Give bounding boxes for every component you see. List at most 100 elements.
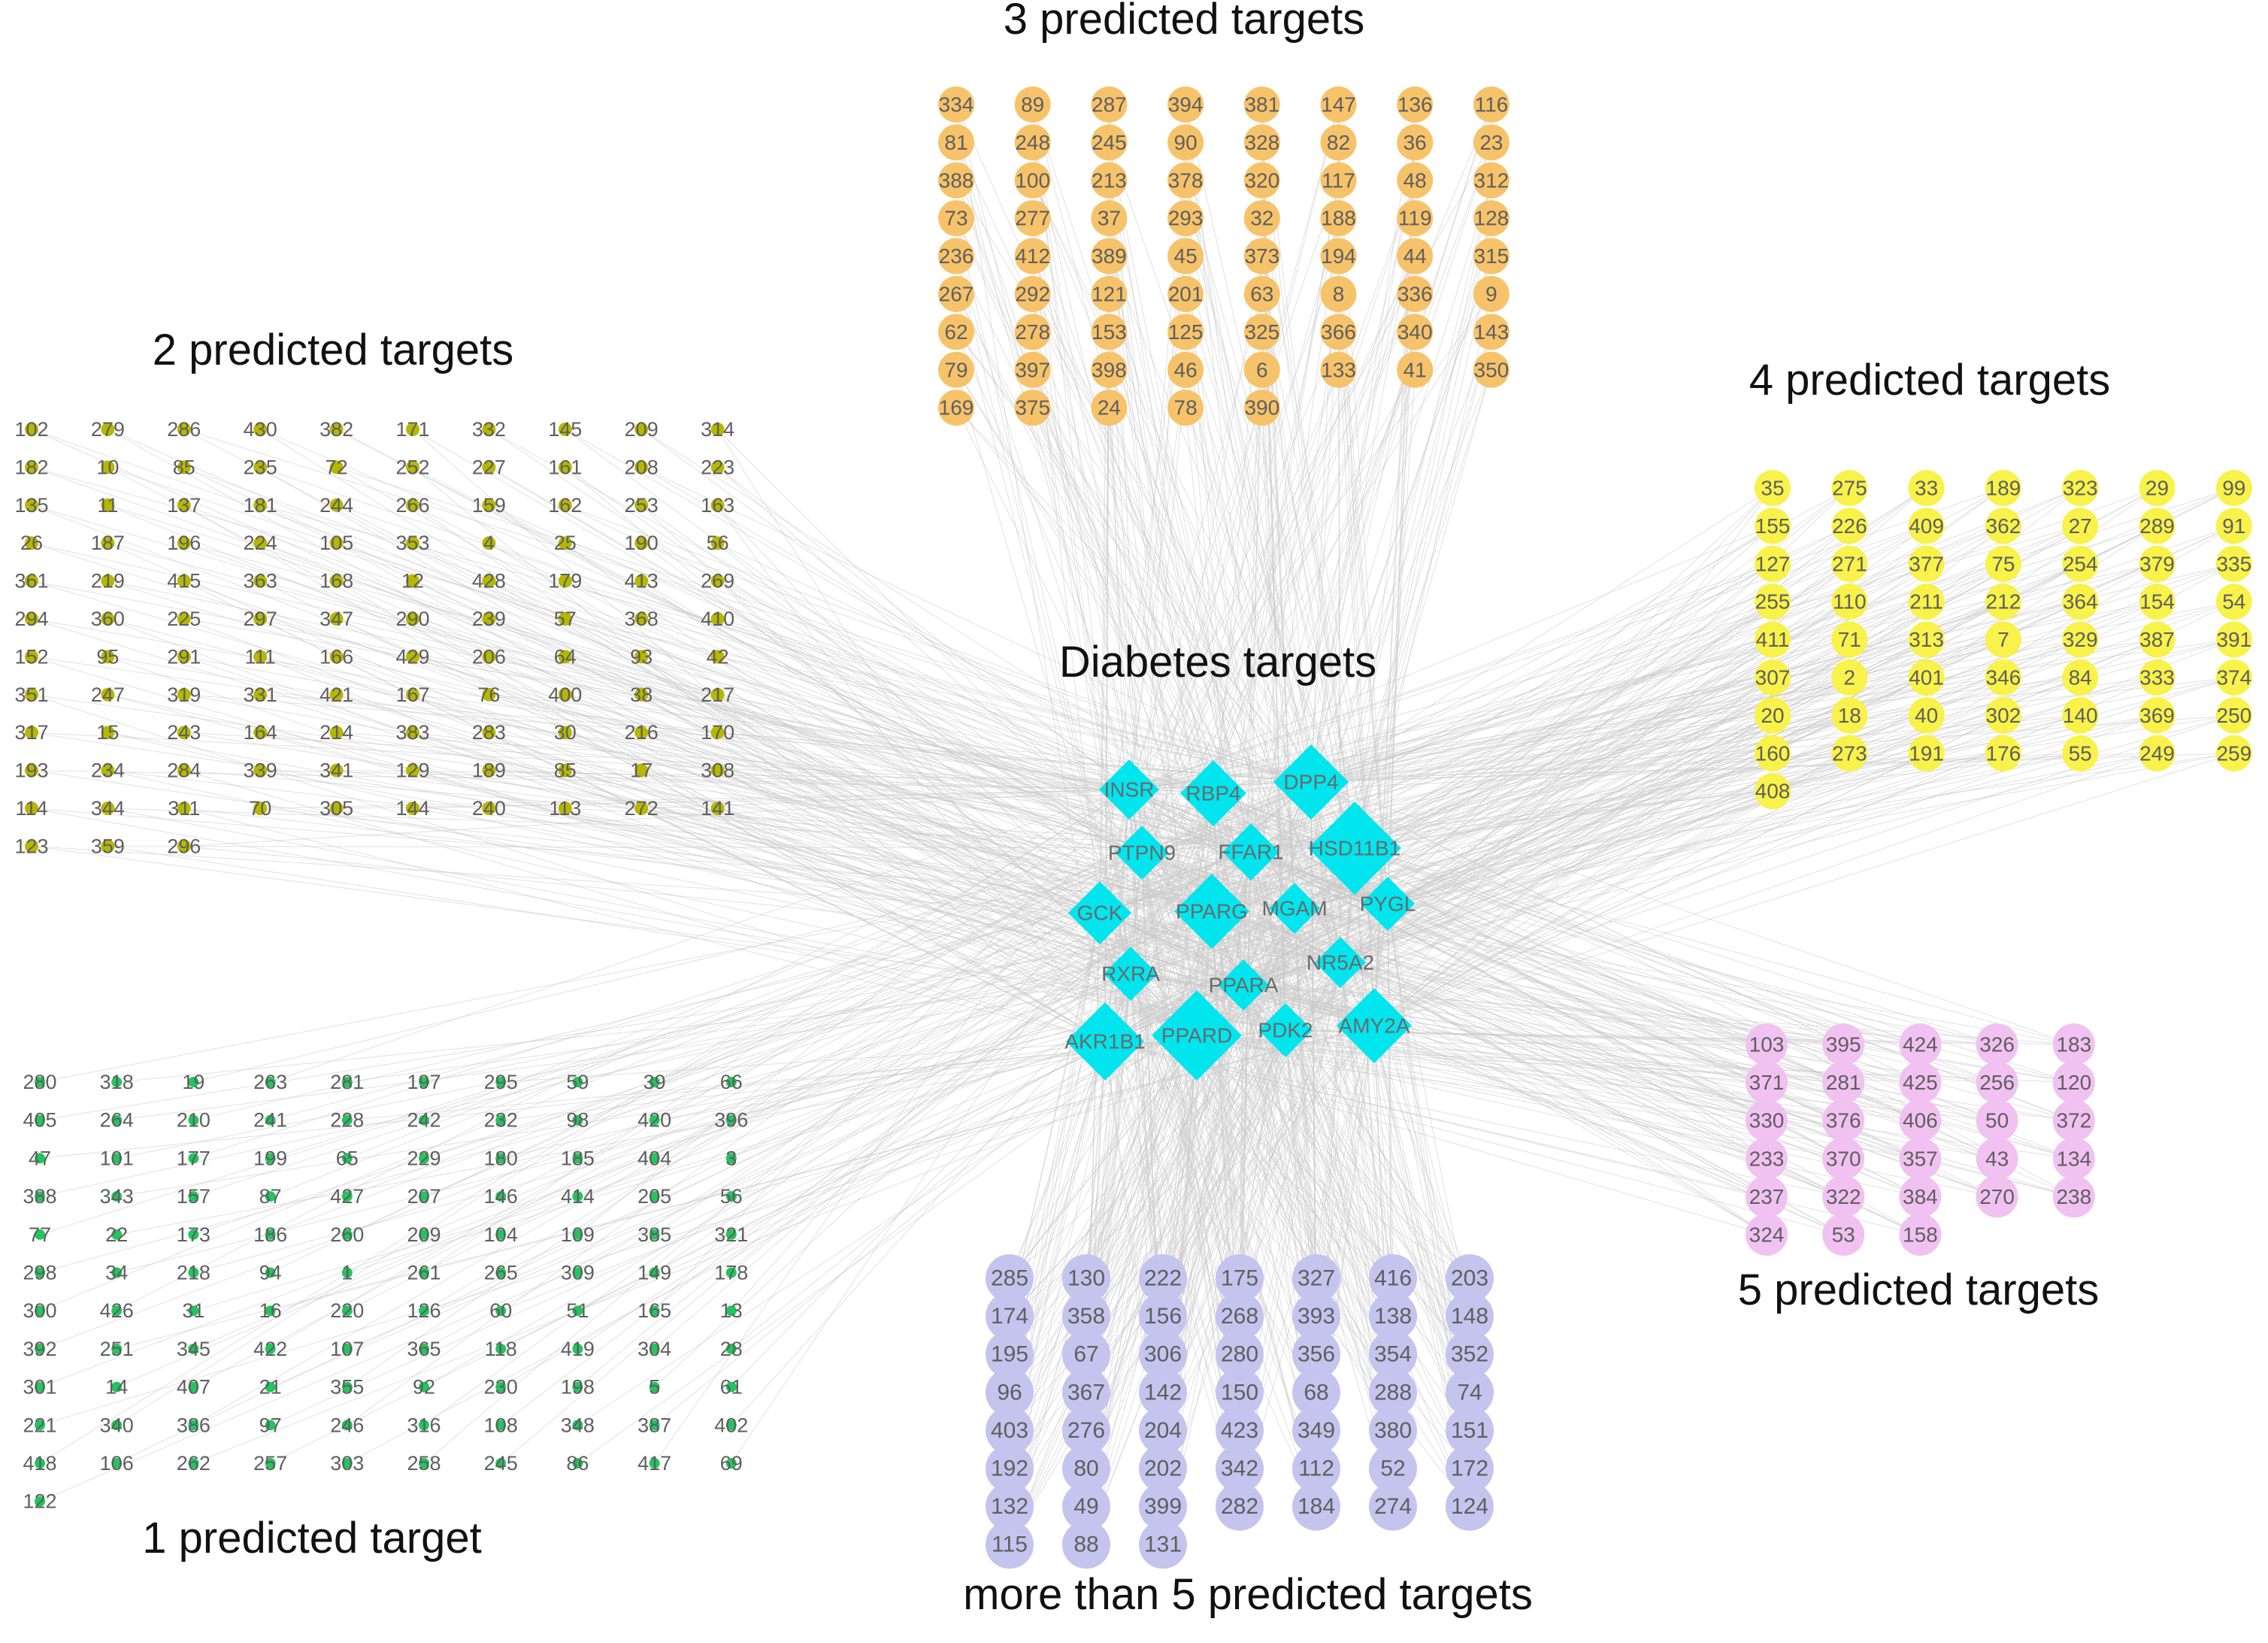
node-label: 163 [701,494,734,517]
node-marker [495,1458,507,1469]
node-label: 17 [630,759,653,782]
core-label: PYGL [1360,893,1416,916]
core-label: HSD11B1 [1309,837,1400,860]
node-label: 254 [2063,552,2098,575]
target-node-g2: 111 [245,645,276,668]
node-marker [649,1229,660,1240]
node-label: 293 [1168,207,1204,230]
node-marker [2062,584,2099,620]
node-label: 159 [472,494,506,517]
node-marker [253,423,268,436]
target-node-g6: 172 [1446,1444,1494,1493]
target-node-g1: 86 [566,1452,589,1475]
target-node-g3: 397 [1014,351,1051,388]
network-edge [1354,847,1394,1317]
node-label: 4 [483,532,495,554]
node-marker [1822,1214,1865,1256]
node-label: 265 [484,1262,518,1284]
network-edge [1108,332,1252,853]
network-edge [1213,793,1394,1317]
network-edge [39,973,1131,1388]
node-label: 128 [1474,207,1509,230]
node-label: 369 [2139,704,2175,727]
target-node-g6: 282 [1216,1482,1264,1531]
node-marker [177,460,191,474]
target-node-g3: 378 [1167,162,1204,199]
network-edge [193,781,1312,1426]
target-node-g2: 159 [472,494,506,517]
target-node-g2: 162 [548,494,582,517]
target-node-g4: 271 [1831,545,1868,582]
node-marker [572,1153,583,1164]
network-edge [1009,911,1213,1469]
target-node-g3: 125 [1167,314,1204,350]
network-edge [183,618,1131,975]
node-label: 45 [1174,244,1198,268]
target-node-g1: 107 [330,1338,364,1360]
node-marker [558,726,572,740]
target-node-g1: 165 [637,1299,671,1322]
network-edge [1294,714,2081,909]
node-marker [1822,1099,1865,1142]
node-label: 85 [173,456,195,478]
network-edge [1108,142,1286,1031]
node-marker [1062,1406,1110,1455]
target-node-g1: 245 [484,1452,518,1475]
target-node-g3: 81 [938,124,974,161]
target-node-g2: 290 [395,608,429,630]
node-marker [2052,1023,2095,1066]
core-label: GCK [1077,902,1123,925]
node-marker [419,1153,429,1164]
node-label: 85 [554,759,577,782]
target-node-g4: 75 [1985,545,2021,582]
node-label: 279 [91,418,125,441]
network-edge [955,369,1214,794]
node-label: 364 [2063,590,2098,614]
node-marker [1167,314,1204,350]
node-label: 15 [96,721,119,744]
node-label: 152 [14,645,48,668]
network-edge [336,808,1131,975]
target-node-g6: 276 [1062,1406,1110,1455]
node-marker [1446,1254,1494,1302]
target-node-g2: 72 [326,456,348,478]
node-label: 245 [484,1452,518,1475]
node-label: 232 [484,1109,518,1132]
target-node-g1: 1 [341,1262,353,1284]
node-label: 164 [244,721,277,744]
target-node-g3: 143 [1473,314,1509,350]
target-node-g1: 205 [637,1185,671,1208]
target-node-g2: 339 [244,759,277,782]
node-label: 365 [407,1338,441,1360]
network-edge [183,656,1252,853]
network-edge [193,1041,1106,1311]
target-node-g2: 239 [472,608,506,630]
node-label: 121 [1092,283,1127,306]
node-label: 420 [637,1109,671,1132]
target-node-g2: 129 [395,759,429,782]
node-marker [35,1458,45,1469]
network-edge [640,429,1295,909]
node-label: 23 [1479,131,1503,154]
node-label: 43 [1985,1147,2009,1170]
target-node-g5: 50 [1976,1099,2018,1142]
node-label: 392 [23,1338,56,1360]
node-label: 181 [244,494,277,517]
node-label: 111 [245,645,276,668]
node-label: 361 [14,570,48,593]
node-label: 75 [1991,552,2015,575]
node-label: 225 [167,608,201,630]
node-label: 67 [1073,1342,1098,1367]
node-marker [634,650,649,664]
network-edge [640,581,1375,1026]
network-edge [183,429,1244,986]
network-edge [1294,753,1773,909]
node-label: 305 [319,797,353,820]
node-label: 50 [1985,1109,2009,1132]
network-edge [39,1025,1375,1426]
node-marker [1292,1254,1340,1302]
target-node-g4: 91 [2215,508,2252,544]
target-node-g6: 175 [1216,1254,1264,1302]
node-label: 118 [485,1338,517,1360]
